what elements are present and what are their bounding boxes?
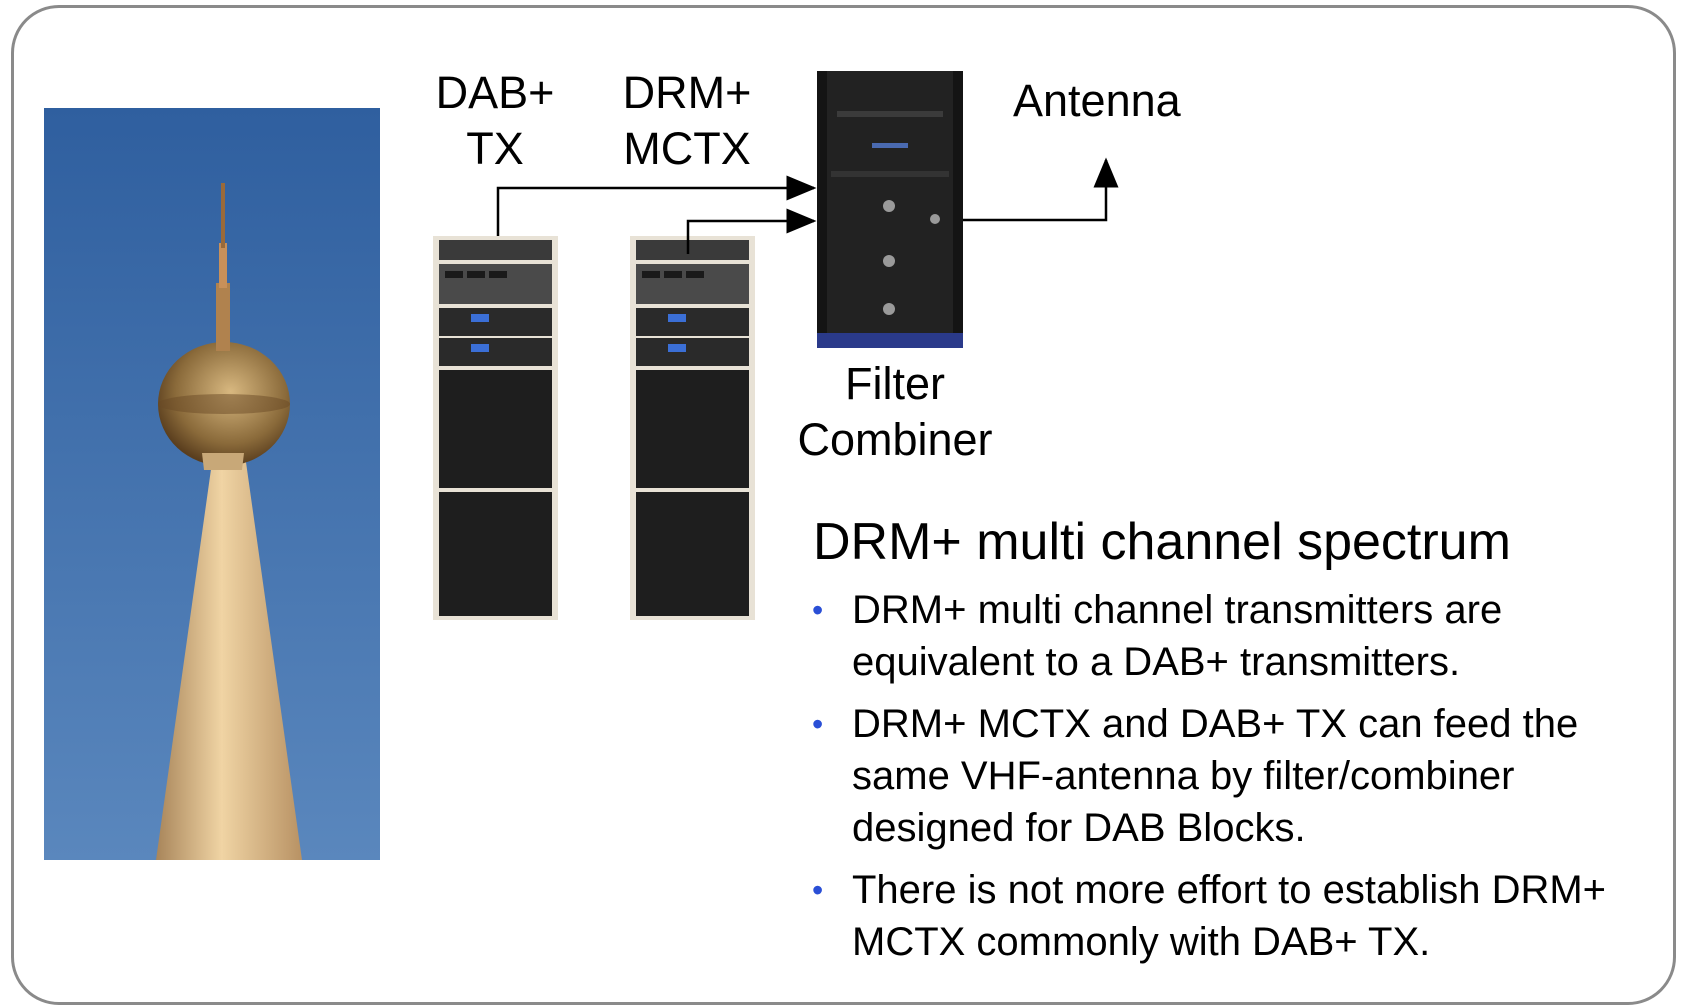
dab-tx-label-text: DAB+ TX <box>435 67 555 174</box>
dab-tx-label: DAB+ TX <box>430 65 560 177</box>
filter-combiner-photo <box>817 71 963 348</box>
filter-combiner-label-text: Filter Combiner <box>797 358 993 465</box>
drm-mctx-label: DRM+ MCTX <box>612 65 762 177</box>
bullet-text: There is not more effort to establish DR… <box>852 868 1607 964</box>
dab-transmitter-rack <box>433 236 558 620</box>
bullet-item: • DRM+ MCTX and DAB+ TX can feed the sam… <box>810 698 1670 854</box>
tv-tower-photo <box>44 108 380 860</box>
antenna-label: Antenna <box>1013 75 1181 126</box>
bullet-item: • DRM+ multi channel transmitters are eq… <box>810 584 1670 688</box>
bullet-text: DRM+ multi channel transmitters are equi… <box>852 588 1503 684</box>
bullet-item: • There is not more effort to establish … <box>810 864 1670 968</box>
bullet-dot-icon: • <box>812 872 824 908</box>
drm-mctx-label-text: DRM+ MCTX <box>622 67 752 174</box>
spectrum-title: DRM+ multi channel spectrum <box>813 513 1511 571</box>
filter-combiner-label: Filter Combiner <box>780 356 1010 468</box>
bullet-text: DRM+ MCTX and DAB+ TX can feed the same … <box>852 702 1579 850</box>
drm-transmitter-rack <box>630 236 755 620</box>
spectrum-bullet-list: • DRM+ multi channel transmitters are eq… <box>810 584 1670 978</box>
bullet-dot-icon: • <box>812 706 824 742</box>
bullet-dot-icon: • <box>812 592 824 628</box>
